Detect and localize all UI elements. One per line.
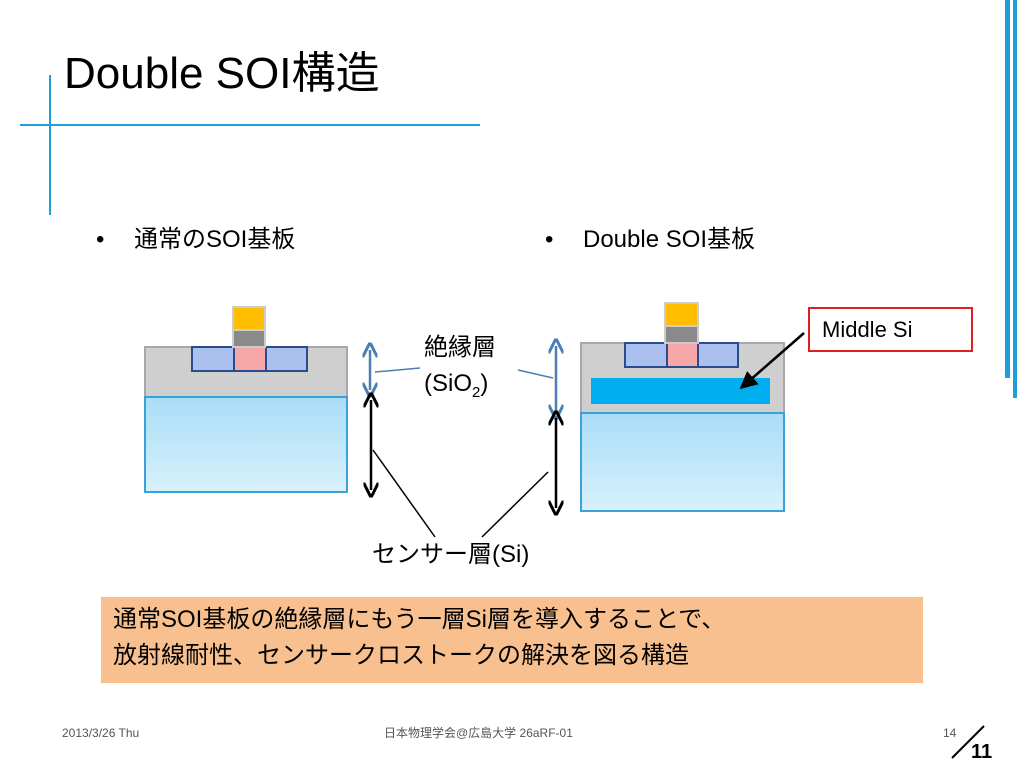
insulator-label-line2: (SiO2): [424, 369, 488, 408]
insulator-label-line1: 絶縁層: [424, 334, 496, 361]
right-gate-oxide: [664, 325, 699, 344]
left-heading: • 通常のSOI基板: [96, 225, 295, 255]
accent-vertical-bar-right-thin: [1013, 0, 1017, 398]
middle-si-label: Middle Si: [808, 307, 973, 352]
right-gate: [664, 302, 699, 327]
footer-page: 14: [943, 726, 957, 740]
right-pixel-block-center: [666, 342, 699, 368]
footer-date: 2013/3/26 Thu: [62, 726, 140, 740]
insulator-formula-subscript: 2: [472, 383, 481, 401]
left-gate-oxide: [232, 329, 266, 348]
accent-horizontal-line: [20, 124, 480, 126]
right-pixel-block-left: [624, 342, 668, 368]
callout-line-1: 通常SOI基板の絶縁層にもう一層Si層を導入することで、: [113, 606, 726, 633]
bullet-dot: •: [545, 226, 554, 253]
insulator-formula-prefix: (SiO: [424, 370, 472, 397]
right-pixel-block-right: [697, 342, 739, 368]
page-slash: [951, 725, 985, 759]
left-pixel-block-left: [191, 346, 235, 372]
slide-number: 11: [971, 741, 993, 763]
insulator-formula-suffix: ): [480, 370, 489, 397]
left-gate: [232, 306, 266, 331]
sensor-layer-label: センサー層(Si): [372, 541, 530, 568]
footer-center: 日本物理学会@広島大学 26aRF-01: [384, 726, 573, 740]
page-title: Double SOI構造: [64, 49, 380, 98]
accent-vertical-bar-right: [1005, 0, 1010, 378]
sensor-leader-left: [372, 449, 436, 538]
right-heading-text: Double SOI基板: [583, 226, 756, 253]
left-pixel-block-center: [233, 346, 267, 372]
sensor-leader-right: [481, 471, 549, 538]
left-pixel-block-right: [265, 346, 308, 372]
insulator-leader-left: [374, 367, 421, 373]
left-sensor-layer: [144, 396, 348, 493]
right-heading: • Double SOI基板: [545, 225, 755, 255]
callout-line-2: 放射線耐性、センサークロストークの解決を図る構造: [113, 642, 689, 669]
summary-callout: 通常SOI基板の絶縁層にもう一層Si層を導入することで、 放射線耐性、センサーク…: [101, 597, 923, 683]
right-sensor-layer: [580, 412, 785, 512]
accent-vertical-line-left: [49, 75, 51, 215]
insulator-leader-right: [517, 369, 554, 379]
middle-si-pointer: [739, 332, 805, 390]
middle-si-layer: [591, 378, 770, 404]
bullet-dot: •: [96, 226, 105, 253]
left-heading-text: 通常のSOI基板: [134, 226, 296, 253]
